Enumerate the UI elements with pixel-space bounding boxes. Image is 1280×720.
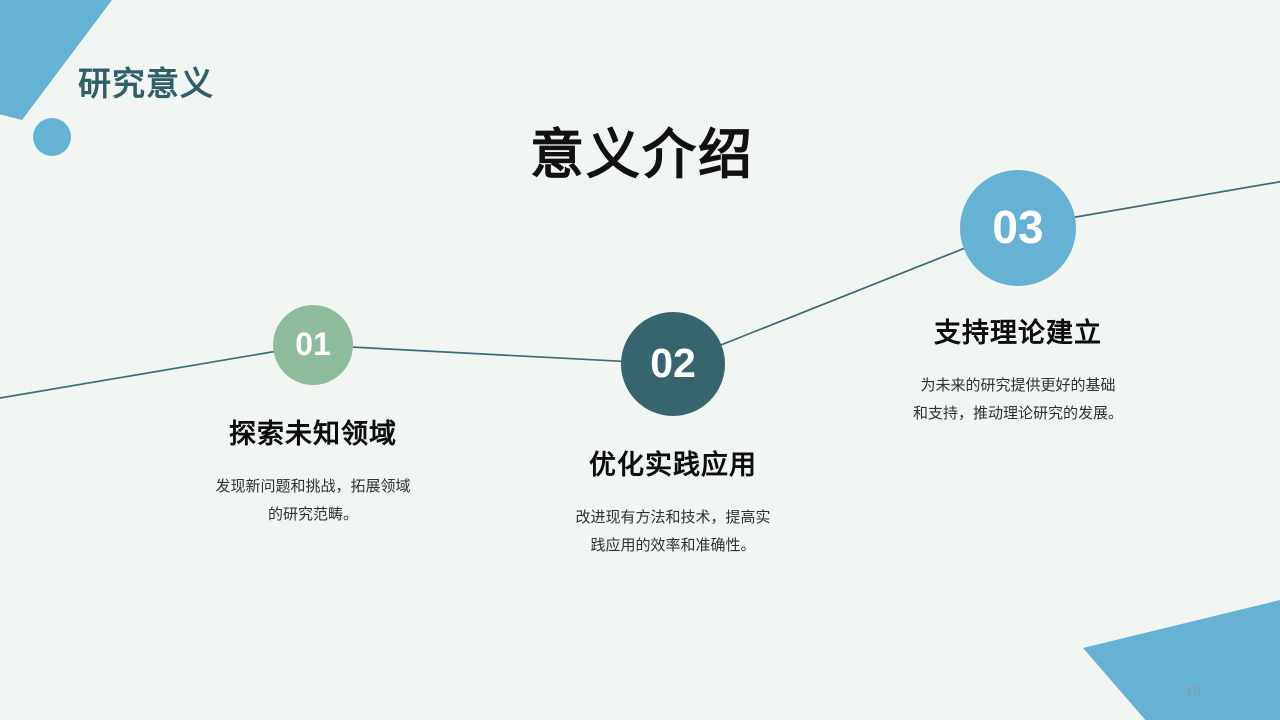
step-number-02: 02	[650, 339, 696, 386]
step-desc-01: 发现新问题和挑战，拓展领域 的研究范畴。	[153, 473, 473, 529]
page-title: 意义介绍	[0, 110, 1280, 189]
step-number-03: 03	[992, 201, 1044, 253]
step-desc-01-line1: 发现新问题和挑战，拓展领域	[215, 478, 411, 495]
step-desc-03-line2: 和支持，推动理论研究的发展。	[912, 404, 1123, 422]
page-title-text: 意义介绍	[530, 125, 754, 185]
step-desc-02-line2: 践应用的效率和准确性。	[590, 536, 756, 554]
step-desc-03: 为未来的研究提供更好的基础 和支持，推动理论研究的发展。	[858, 372, 1178, 428]
step-heading-01: 探索未知领域	[229, 419, 397, 449]
step-desc-02: 改进现有方法和技术，提高实 践应用的效率和准确性。	[513, 504, 833, 560]
step-text-03: 支持理论建立 为未来的研究提供更好的基础 和支持，推动理论研究的发展。	[858, 311, 1178, 428]
section-label: 研究意义	[78, 65, 214, 102]
step-number-01: 01	[295, 326, 331, 362]
step-circle-03[interactable]: 03	[960, 170, 1076, 286]
step-circle-02[interactable]: 02	[621, 312, 725, 416]
step-text-01: 探索未知领域 发现新问题和挑战，拓展领域 的研究范畴。	[153, 412, 473, 529]
step-heading-02: 优化实践应用	[589, 450, 757, 480]
step-desc-03-line1: 为未来的研究提供更好的基础	[920, 377, 1116, 394]
step-circle-01[interactable]: 01	[273, 305, 353, 385]
step-desc-02-line1: 改进现有方法和技术，提高实	[575, 509, 771, 526]
bottom-right-shape	[1083, 600, 1280, 720]
step-text-02: 优化实践应用 改进现有方法和技术，提高实 践应用的效率和准确性。	[513, 443, 833, 560]
step-desc-01-line2: 的研究范畴。	[267, 505, 358, 523]
page-number: 10	[1185, 683, 1202, 698]
step-heading-03: 支持理论建立	[934, 318, 1102, 348]
